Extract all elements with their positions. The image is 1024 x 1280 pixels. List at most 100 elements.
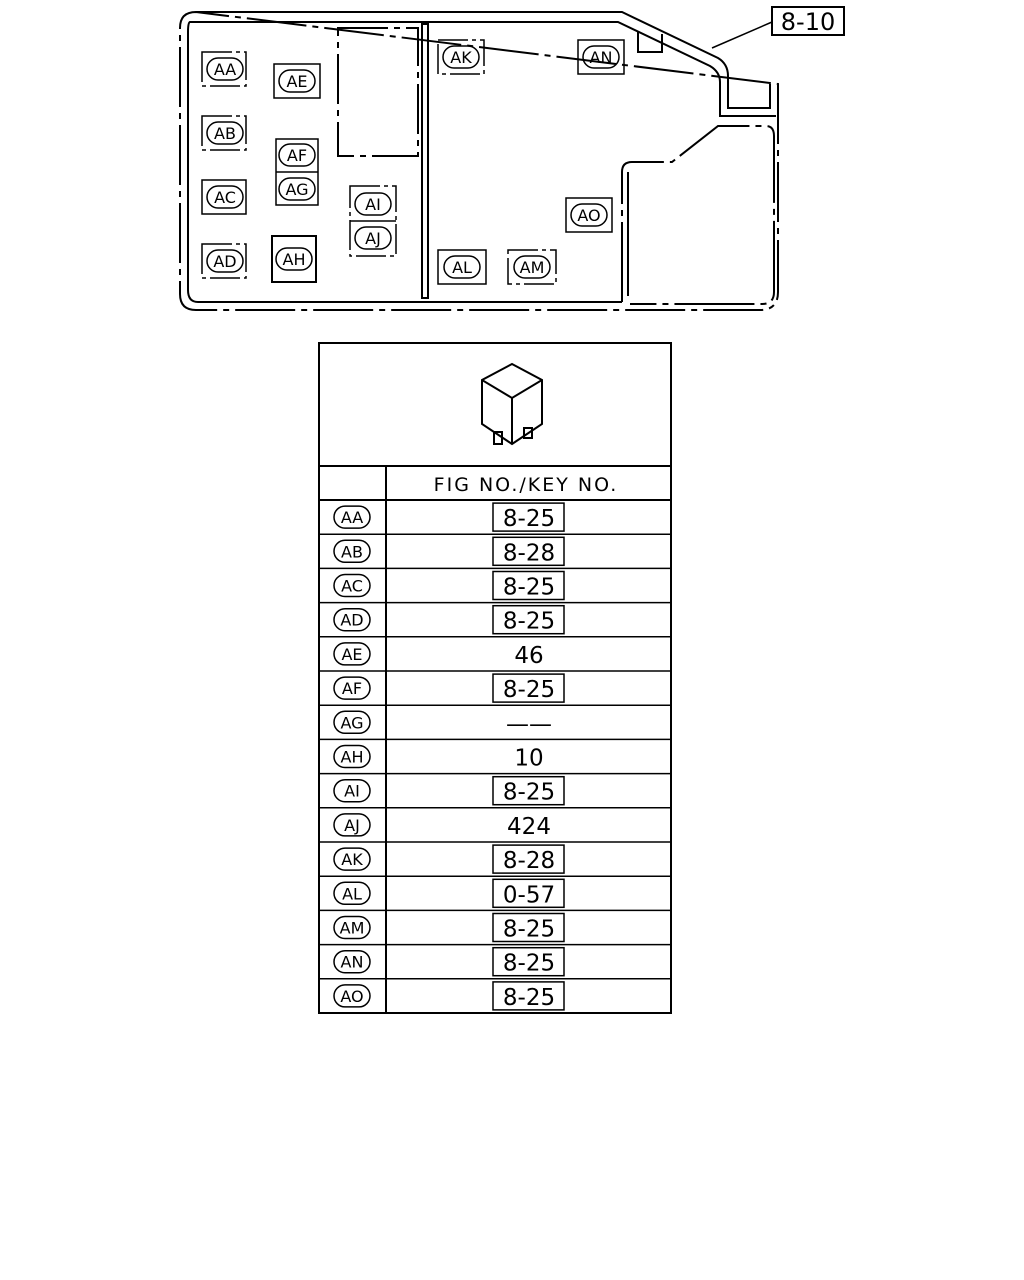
table-frame [318, 342, 672, 1014]
socket-box-ab [201, 115, 247, 151]
socket-box-ad [201, 243, 247, 279]
row-ref: —— [506, 711, 552, 737]
ref-box [492, 673, 565, 703]
socket-ag-label: AG [285, 180, 308, 199]
socket-ai-label: AI [365, 195, 381, 214]
socket-ao-label: AO [577, 206, 600, 225]
ref-box [492, 604, 565, 635]
row-ref: 8-28 [503, 540, 555, 566]
ref-box-label: 8-10 [781, 8, 835, 36]
socket-ab-label: AB [214, 124, 236, 143]
row-ref: 8-25 [503, 951, 555, 977]
socket-ad-label: AD [213, 252, 236, 271]
row-ref: 10 [514, 746, 543, 772]
row-key-an-label: AN [341, 953, 364, 972]
socket-ae: AE [278, 69, 316, 93]
ref-box [492, 844, 565, 874]
row-key-ad-label: AD [340, 611, 363, 630]
row-key-ai: AI [333, 778, 371, 803]
row-ref: 8-25 [503, 609, 555, 635]
row-ref: 8-25 [503, 677, 555, 703]
row-key-ab: AB [333, 539, 371, 564]
ref-box [492, 912, 565, 943]
row-ref: 46 [514, 643, 543, 669]
row-key-ak: AK [333, 847, 371, 871]
table-row: AH 10 [319, 744, 671, 775]
socket-af: AF [278, 143, 316, 167]
row-key-ae-label: AE [341, 645, 362, 664]
row-key-ac-label: AC [341, 577, 363, 596]
ref-box [492, 878, 565, 909]
socket-box-ah [271, 235, 317, 283]
table-row: AL 0-57 [319, 878, 671, 912]
row-key-ae: AE [333, 642, 371, 666]
socket-ag: AG [278, 177, 316, 201]
socket-ah-label: AH [283, 250, 306, 269]
row-key-aj: AJ [333, 813, 371, 837]
socket-ad: AD [206, 249, 244, 273]
table-row: AC 8-25 [319, 570, 671, 604]
row-ref: 8-25 [503, 506, 555, 532]
socket-aa-label: AA [214, 60, 236, 79]
socket-am: AM [513, 255, 551, 279]
row-key-am-label: AM [340, 919, 365, 938]
row-ref: 8-25 [503, 985, 555, 1011]
row-key-am: AM [333, 915, 371, 940]
row-key-ac: AC [333, 573, 371, 598]
row-key-af-label: AF [342, 679, 362, 698]
socket-al-label: AL [452, 258, 472, 277]
socket-ae-label: AE [286, 72, 307, 91]
row-ref: 8-25 [503, 917, 555, 943]
row-key-ak-label: AK [341, 850, 363, 869]
ref-box [492, 536, 565, 567]
socket-aj-label: AJ [365, 229, 381, 248]
row-key-al-label: AL [342, 884, 362, 903]
socket-ab: AB [206, 121, 244, 145]
row-ref: 8-25 [503, 575, 555, 601]
table-row: AK 8-28 [319, 844, 671, 877]
row-key-af: AF [333, 676, 371, 700]
row-ref: 424 [507, 814, 551, 840]
row-key-ao-label: AO [340, 987, 363, 1006]
ref-box [492, 775, 565, 806]
table-row: AF 8-25 [319, 673, 671, 706]
socket-box-an [577, 39, 625, 75]
socket-an-label: AN [590, 48, 613, 67]
row-key-ah-label: AH [341, 748, 364, 767]
socket-ah: AH [275, 247, 313, 271]
row-key-ai-label: AI [344, 782, 360, 801]
socket-ak-label: AK [450, 48, 472, 67]
row-ref: 8-25 [503, 780, 555, 806]
socket-box-ao [565, 197, 613, 233]
row-ref: 8-28 [503, 848, 555, 874]
leader-line [711, 21, 773, 49]
table-row: AJ 424 [319, 813, 671, 843]
row-key-ab-label: AB [341, 542, 363, 561]
ref-box [492, 502, 565, 532]
socket-ak: AK [442, 45, 480, 69]
table-header: FIG NO./KEY NO. [434, 474, 619, 496]
socket-ao: AO [570, 203, 608, 227]
fuse-box-housing [179, 10, 779, 311]
table-row: AB 8-28 [319, 536, 671, 570]
ref-box [771, 6, 845, 36]
table-row: AE 46 [319, 642, 671, 672]
row-key-an: AN [333, 949, 371, 974]
row-ref: 0-57 [503, 882, 555, 908]
row-key-aa-label: AA [341, 508, 363, 527]
table-row: AN 8-25 [319, 946, 671, 980]
socket-af-label: AF [287, 146, 307, 165]
socket-box-al [437, 249, 487, 285]
ref-box [492, 981, 565, 1011]
socket-box-am [507, 249, 557, 285]
socket-box-ae [273, 63, 321, 99]
row-key-al: AL [333, 881, 371, 906]
ref-box [492, 570, 565, 601]
socket-boxes [201, 39, 625, 285]
socket-ac: AC [206, 185, 244, 209]
row-key-ag: AG [333, 710, 371, 735]
row-key-ao: AO [333, 984, 371, 1008]
socket-box-ak [437, 39, 485, 75]
